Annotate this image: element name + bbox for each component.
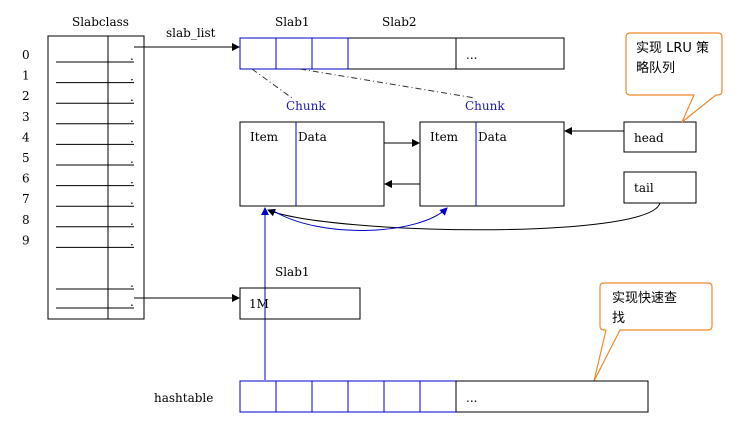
hashtable-ellipsis: ... <box>466 391 477 405</box>
hash-chain-arrow <box>271 207 448 231</box>
lru-callout-line1: 实现 LRU 策 <box>636 40 709 56</box>
slab-top-ellipsis: ... <box>466 48 477 62</box>
slab-mid-label: Slab1 <box>275 265 310 279</box>
chunk1-box <box>239 121 385 207</box>
slabclass-title: Slabclass <box>72 15 129 29</box>
slabclass-row-dot: . <box>130 49 134 63</box>
slabclass-index: 1 <box>22 69 30 83</box>
chunk1-data: Data <box>298 130 327 144</box>
hashtable-bucket <box>347 380 385 413</box>
slabclass-row-dot: . <box>130 214 134 228</box>
slabclass-row-dot: . <box>130 193 134 207</box>
lru-callout-line2: 略队列 <box>636 60 675 76</box>
slabclass-row-dot: . <box>130 111 134 125</box>
chunk1-label: Chunk <box>286 99 326 113</box>
hashtable-label: hashtable <box>154 391 213 405</box>
slabclass-row-dot: . <box>130 173 134 187</box>
hashtable-bucket <box>383 380 421 413</box>
hashtable-row <box>239 380 649 413</box>
chunk2-item: Item <box>430 130 459 144</box>
chunk1-item: Item <box>250 130 279 144</box>
slabclass-row-dot: . <box>130 90 134 104</box>
slab1-label: Slab1 <box>275 15 310 29</box>
slabclass-rows: 0. 1. 2. 3. 4. 5. 6. 7. 8. 9. <box>22 48 134 248</box>
slabclass-row-dot: . <box>130 234 134 248</box>
slabclass-index: 9 <box>22 233 30 247</box>
slab-mid-size: 1M <box>249 297 269 311</box>
slabclass-row-dot: . <box>130 276 134 290</box>
slab-mid-box <box>239 287 361 320</box>
fast-lookup-line1: 实现快速查 <box>612 291 677 306</box>
fast-lookup-line2: 找 <box>612 311 625 326</box>
head-label: head <box>634 131 664 145</box>
slabclass-index: 2 <box>22 89 30 103</box>
slab1-block <box>239 37 349 70</box>
chunk2-label: Chunk <box>465 99 505 113</box>
slabclass-index: 0 <box>22 48 30 62</box>
slabclass-row-dot: . <box>130 70 134 84</box>
chunk1-expand-line <box>251 68 293 99</box>
tail-label: tail <box>634 181 654 195</box>
slabclass-index: 3 <box>22 110 30 124</box>
slabclass-index: 6 <box>22 172 30 186</box>
hashtable-bucket <box>275 380 313 413</box>
hashtable-bucket <box>239 380 277 413</box>
chunk2-data: Data <box>478 130 507 144</box>
chunk2-expand-line <box>299 68 476 99</box>
head-box <box>623 121 697 153</box>
hashtable-bucket <box>419 380 457 413</box>
slabclass-box <box>47 35 145 320</box>
slab-top-row <box>239 37 565 70</box>
slab2-label: Slab2 <box>382 15 417 29</box>
chunk2-box <box>419 121 565 207</box>
slabclass-row-dot: . <box>130 152 134 166</box>
slabclass-row-dot: . <box>130 295 134 309</box>
slabclass-index: 7 <box>22 192 30 206</box>
slabclass-index: 4 <box>22 130 30 144</box>
hashtable-buckets <box>239 380 457 413</box>
hashtable-bucket <box>311 380 349 413</box>
slab-list-label: slab_list <box>166 26 216 40</box>
slabclass-row-dot: . <box>130 131 134 145</box>
slabclass-index: 5 <box>22 151 30 165</box>
tail-arrow <box>267 202 661 231</box>
lru-callout <box>625 32 723 123</box>
slabclass-index: 8 <box>22 213 30 227</box>
